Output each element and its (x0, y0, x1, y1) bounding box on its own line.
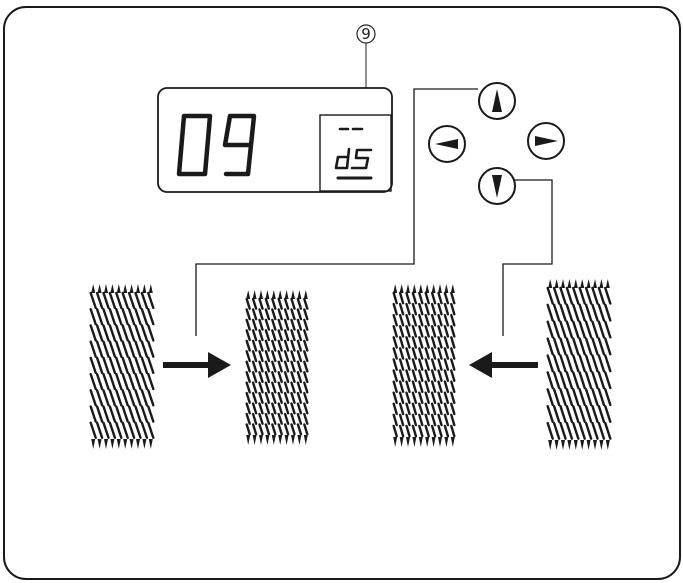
pattern-number-digits (176, 113, 257, 177)
left-button[interactable] (428, 125, 466, 163)
stitch-pattern-dense (245, 290, 309, 445)
arrow-up-icon (492, 89, 502, 112)
figure-frame (3, 6, 681, 580)
right-arrow-icon (163, 352, 231, 378)
arrow-down-icon (492, 175, 502, 198)
stitch-code-box (319, 114, 392, 192)
down-leader-line (502, 179, 553, 336)
lcd-display: 09 dS (157, 87, 393, 193)
stitch-pattern-sparse (89, 284, 155, 449)
right-button[interactable] (527, 122, 565, 160)
stitch-pattern-sparse (546, 279, 612, 450)
left-arrow-icon (469, 352, 538, 378)
up-leader-line (195, 88, 478, 336)
arrow-right-icon (535, 136, 558, 146)
stitch-pattern-dense (392, 284, 456, 447)
stitch-code-digits (334, 127, 373, 180)
arrow-left-icon (435, 139, 458, 149)
callout-number: 9 (361, 25, 371, 43)
up-button[interactable] (478, 82, 516, 120)
down-button[interactable] (478, 167, 516, 205)
